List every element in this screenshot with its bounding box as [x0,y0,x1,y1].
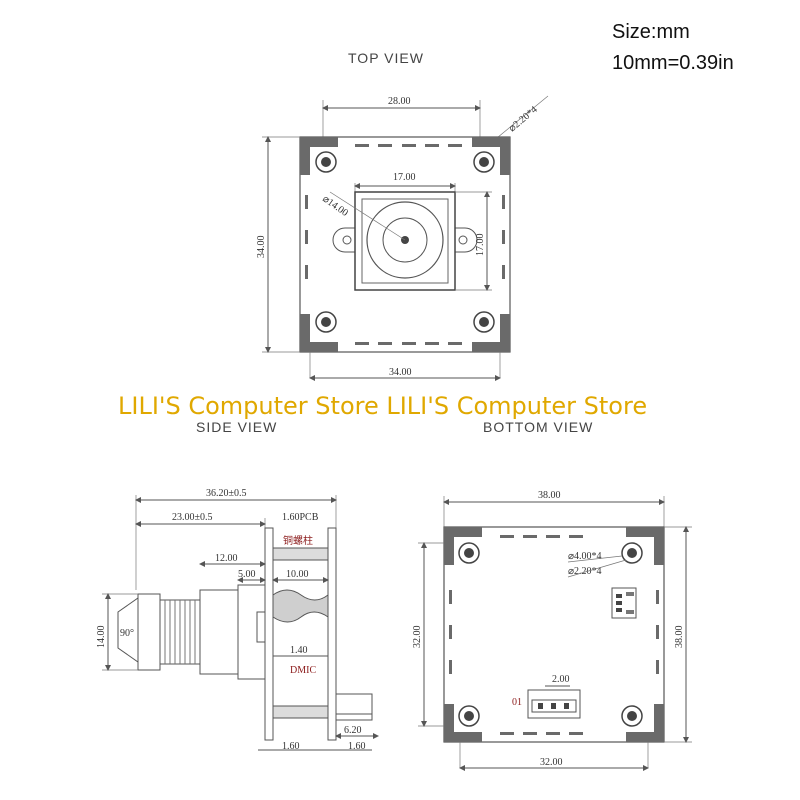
bottom-hole-large-spec: ⌀4.00*4 [568,551,602,562]
side-dim-140: 1.40 [290,645,308,656]
bottom-width-dim: 38.00 [538,490,561,501]
store-watermark: LILI'S Computer Store LILI'S Computer St… [118,392,647,420]
sensor-width-dim: 17.00 [393,172,416,183]
bottom-height-left-dim: 32.00 [412,626,423,649]
side-back-pcb [327,527,337,741]
top-view-title: TOP VIEW [348,50,424,66]
bottom-view: BOTTOM VIEW 38.00 ⌀4.00*4 ⌀2.20*4 [412,419,692,771]
side-view: SIDE VIEW 36.20±0.5 23.00±0.5 1.60PCB 铜螺… [96,419,379,752]
pin-pitch-dim: 2.00 [552,674,570,685]
bottom-height-right-dim: 38.00 [674,626,685,649]
fov-angle: 90° [120,628,134,639]
bottom-view-title: BOTTOM VIEW [483,419,593,435]
side-dim-620: 6.20 [344,725,362,736]
lens-holder [332,191,478,291]
side-dim-5: 5.00 [238,569,256,580]
side-lens-length-dim: 23.00±0.5 [172,512,213,523]
size-unit-note: Size:mm [612,21,690,43]
standoff-label: 铜螺柱 [283,534,313,547]
side-lens-barrel [117,584,266,680]
bottom-pin-connector [527,689,581,719]
side-view-title: SIDE VIEW [196,419,277,435]
side-dim-10: 10.00 [286,569,309,580]
side-height-dim: 14.00 [96,626,107,649]
top-mount-holes [315,151,495,333]
pin1-label: 01 [512,697,522,708]
conversion-note: 10mm=0.39in [612,52,734,74]
bottom-hole-small-spec: ⌀2.20*4 [568,566,602,577]
top-width-dim: 28.00 [388,96,411,107]
side-overall-dim: 36.20±0.5 [206,488,247,499]
side-front-pcb [264,527,274,741]
side-pcb-left-dim: 1.60 [282,741,300,752]
top-view: TOP VIEW 28.00 ⌀2.20*4 [256,50,549,381]
side-pcb-right-dim: 1.60 [348,741,366,752]
top-hole-spec: ⌀2.20*4 [507,104,540,134]
sensor-height-dim: 17.00 [475,234,486,257]
top-height-dim: 34.00 [256,236,267,259]
dmic-label: DMIC [290,665,316,676]
side-dim-12: 12.00 [215,553,238,564]
top-bottom-width-dim: 34.00 [389,367,412,378]
bottom-mount-holes [458,542,643,727]
bottom-bottom-width-dim: 32.00 [540,757,563,768]
side-pcb-dim: 1.60PCB [282,512,319,523]
bottom-smd-connector [611,587,637,619]
